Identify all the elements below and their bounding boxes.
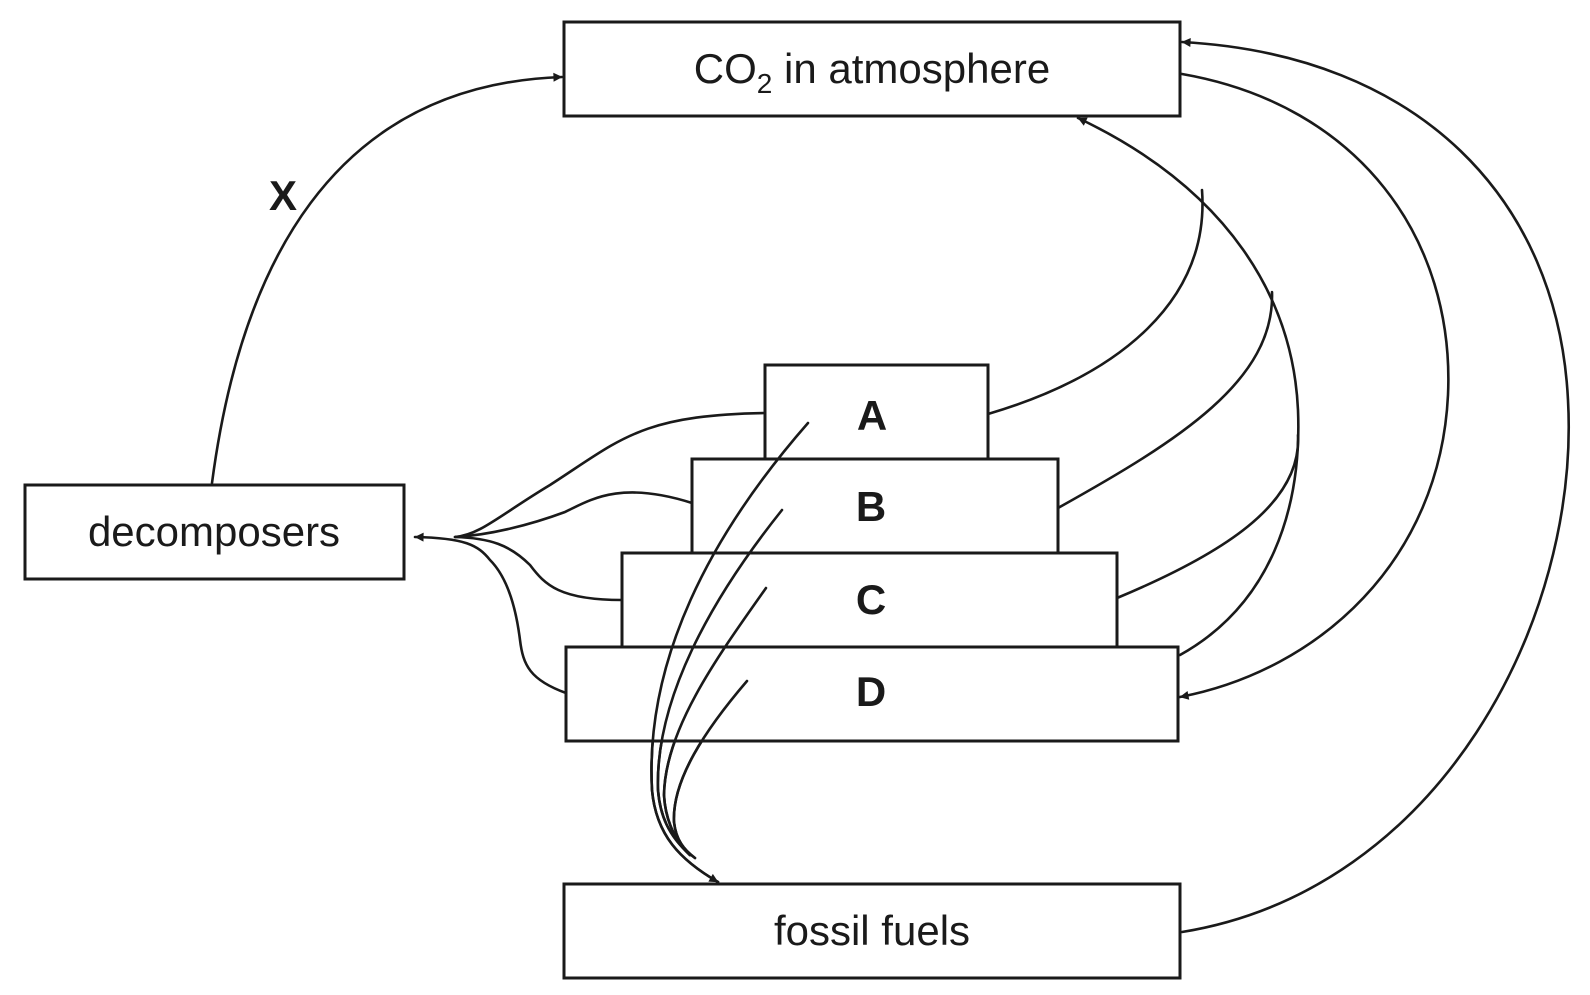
fossil-arrows-overlay (650, 421, 810, 884)
death-b (453, 491, 694, 539)
co2-label-rest: in atmosphere (772, 45, 1050, 92)
pyramid: D C B A (564, 363, 1180, 743)
svg-text:CO2 in atmosphere: CO2 in atmosphere (694, 45, 1050, 99)
respiration-d (1076, 116, 1300, 657)
co2-label-subscript: 2 (757, 68, 773, 99)
death-d (413, 532, 568, 695)
arrow-fossil-to-co2 (1180, 37, 1571, 934)
co2-atmosphere-box: CO2 in atmosphere (562, 20, 1182, 118)
fossil-a-overlay (650, 421, 810, 884)
level-b-box: B (690, 457, 1060, 555)
co2-label-main: CO (694, 45, 757, 92)
x-label: X (269, 172, 297, 219)
fossil-fuels-box: fossil fuels (562, 882, 1182, 980)
level-d-box: D (564, 645, 1180, 743)
level-a-label: A (857, 392, 887, 439)
level-c-label: C (856, 576, 886, 623)
respiration-b (1056, 290, 1274, 510)
level-d-label: D (856, 668, 886, 715)
respiration-a (986, 188, 1204, 416)
decomposers-label: decomposers (88, 508, 340, 555)
arrow-co2-to-d (1178, 72, 1450, 700)
decomposers-box: decomposers (23, 483, 406, 581)
fossil-d-overlay (672, 679, 749, 860)
death-a (453, 411, 767, 539)
fossil-fuels-label: fossil fuels (774, 907, 970, 954)
level-b-label: B (856, 483, 886, 530)
death-c (453, 535, 624, 602)
fossil-b-overlay (656, 508, 784, 857)
level-c-box: C (620, 551, 1119, 649)
arrow-decomposers-to-co2 (210, 72, 564, 485)
fossil-c-overlay (662, 586, 768, 857)
respiration-c (1115, 433, 1300, 600)
level-a-box: A (763, 363, 990, 461)
